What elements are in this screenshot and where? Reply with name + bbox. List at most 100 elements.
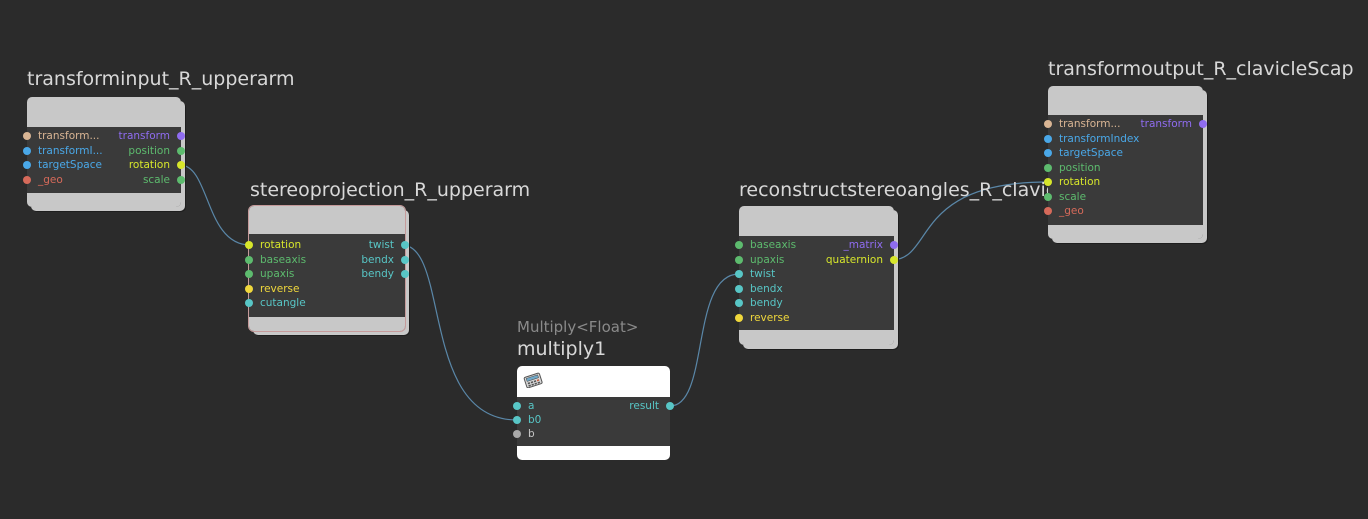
port-label: scale xyxy=(1059,190,1087,203)
port-in-transform[interactable]: transform... xyxy=(1044,118,1121,130)
port-socket-icon[interactable] xyxy=(513,416,521,424)
port-in-_geo[interactable]: _geo xyxy=(1044,205,1084,217)
port-socket-icon[interactable] xyxy=(735,270,743,278)
port-socket-icon[interactable] xyxy=(735,255,743,264)
wire-rotation-to-rotation[interactable] xyxy=(179,164,251,246)
port-in-scale[interactable]: scale xyxy=(1044,190,1087,203)
port-socket-icon[interactable] xyxy=(23,175,31,184)
node-transforminput[interactable]: transform... transformI... targetSpace _geo… xyxy=(23,97,185,207)
port-in-upaxis[interactable]: upaxis xyxy=(245,268,294,280)
port-socket-icon[interactable] xyxy=(245,284,253,293)
port-in-upaxis[interactable]: upaxis xyxy=(735,254,784,266)
port-socket-icon[interactable] xyxy=(1044,163,1052,172)
port-label: scale xyxy=(142,173,170,186)
port-in-reverse[interactable]: reverse xyxy=(245,282,300,295)
port-out-scale[interactable]: scale xyxy=(142,173,185,186)
port-in-transform[interactable]: transform... xyxy=(23,130,100,142)
port-socket-icon[interactable] xyxy=(245,255,253,264)
node-footer xyxy=(517,446,670,460)
port-socket-icon[interactable] xyxy=(245,299,253,307)
port-socket-icon[interactable] xyxy=(513,430,521,438)
port-in-transformindex[interactable]: transformIndex xyxy=(1044,133,1139,145)
node-footer xyxy=(249,317,405,331)
node-header[interactable] xyxy=(249,206,405,234)
port-socket-icon[interactable] xyxy=(245,241,253,249)
port-label: result xyxy=(629,400,659,412)
port-out-result[interactable]: result xyxy=(629,400,674,412)
port-in-b0[interactable]: b0 xyxy=(513,414,541,426)
port-socket-icon[interactable] xyxy=(23,161,31,169)
port-socket-icon[interactable] xyxy=(1044,178,1052,186)
port-out-position[interactable]: position xyxy=(128,145,185,157)
port-socket-icon[interactable] xyxy=(177,132,185,140)
node-title-transforminput: transforminput_R_upperarm xyxy=(27,68,295,90)
port-socket-icon[interactable] xyxy=(177,175,185,184)
port-label: reverse xyxy=(750,311,790,324)
port-out-bendy[interactable]: bendy xyxy=(361,268,409,280)
port-in-bendy[interactable]: bendy xyxy=(735,297,783,309)
wire-result-to-twist[interactable] xyxy=(669,273,740,407)
port-label: reverse xyxy=(260,282,300,295)
port-in-baseaxis[interactable]: baseaxis xyxy=(245,254,306,266)
node-title-reconstruct: reconstructstereoangles_R_clavicleScap xyxy=(739,179,1120,201)
port-in-reverse[interactable]: reverse xyxy=(735,311,790,324)
port-socket-icon[interactable] xyxy=(177,146,185,155)
port-out-twist[interactable]: twist xyxy=(369,239,409,251)
node-header[interactable] xyxy=(27,97,181,127)
port-socket-icon[interactable] xyxy=(1044,207,1052,215)
port-out-_matrix[interactable]: _matrix xyxy=(844,239,898,251)
port-label: rotation xyxy=(260,239,302,251)
port-in-bendx[interactable]: bendx xyxy=(735,282,783,295)
port-out-bendx[interactable]: bendx xyxy=(361,254,409,266)
port-socket-icon[interactable] xyxy=(401,270,409,278)
port-out-transform[interactable]: transform xyxy=(1141,118,1207,130)
port-in-rotation[interactable]: rotation xyxy=(245,239,302,251)
port-socket-icon[interactable] xyxy=(401,255,409,264)
port-socket-icon[interactable] xyxy=(1044,149,1052,157)
node-stereoprojection[interactable]: rotation baseaxis upaxis reverse cutangle twi… xyxy=(245,205,409,332)
port-in-_geo[interactable]: _geo xyxy=(23,174,63,186)
port-socket-icon[interactable] xyxy=(513,402,521,410)
port-label: transformI... xyxy=(38,144,103,157)
port-in-cutangle[interactable]: cutangle xyxy=(245,297,306,309)
port-socket-icon[interactable] xyxy=(735,284,743,293)
node-transformoutput[interactable]: transform... transformIndex targetSpace pos… xyxy=(1044,86,1207,239)
wire-twist-to-b0[interactable] xyxy=(401,244,518,421)
calculator-icon xyxy=(523,372,543,388)
port-in-targetspace[interactable]: targetSpace xyxy=(23,159,102,171)
port-out-transform[interactable]: transform xyxy=(119,130,185,142)
node-reconstruct[interactable]: baseaxis upaxis twist bendx bendy reverse _mat… xyxy=(735,206,898,345)
port-socket-icon[interactable] xyxy=(23,146,31,155)
port-label: rotation xyxy=(1059,176,1101,188)
node-multiply[interactable]: a b0 b result xyxy=(513,366,674,460)
port-socket-icon[interactable] xyxy=(735,241,743,249)
port-socket-icon[interactable] xyxy=(735,313,743,322)
port-socket-icon[interactable] xyxy=(23,132,31,140)
port-in-transformi[interactable]: transformI... xyxy=(23,144,103,157)
port-in-a[interactable]: a xyxy=(513,400,534,412)
port-socket-icon[interactable] xyxy=(735,299,743,307)
port-in-targetspace[interactable]: targetSpace xyxy=(1044,147,1123,159)
port-in-twist[interactable]: twist xyxy=(735,268,775,280)
node-header[interactable] xyxy=(517,366,670,397)
port-socket-icon[interactable] xyxy=(666,402,674,410)
port-socket-icon[interactable] xyxy=(1044,134,1052,143)
port-in-position[interactable]: position xyxy=(1044,162,1101,174)
port-socket-icon[interactable] xyxy=(1044,120,1052,128)
port-in-b[interactable]: b xyxy=(513,428,535,440)
port-in-baseaxis[interactable]: baseaxis xyxy=(735,239,796,251)
port-socket-icon[interactable] xyxy=(177,161,185,169)
port-label: bendx xyxy=(750,282,783,295)
port-out-quaternion[interactable]: quaternion xyxy=(826,254,898,266)
port-in-rotation[interactable]: rotation xyxy=(1044,176,1101,188)
port-socket-icon[interactable] xyxy=(401,241,409,249)
port-socket-icon[interactable] xyxy=(890,255,898,264)
port-socket-icon[interactable] xyxy=(890,241,898,249)
port-socket-icon[interactable] xyxy=(245,270,253,278)
port-socket-icon[interactable] xyxy=(1044,192,1052,201)
node-type-label: Multiply<Float> xyxy=(517,318,639,336)
node-header[interactable] xyxy=(1048,86,1203,115)
node-header[interactable] xyxy=(739,206,894,236)
port-socket-icon[interactable] xyxy=(1199,120,1207,128)
port-out-rotation[interactable]: rotation xyxy=(129,159,185,171)
